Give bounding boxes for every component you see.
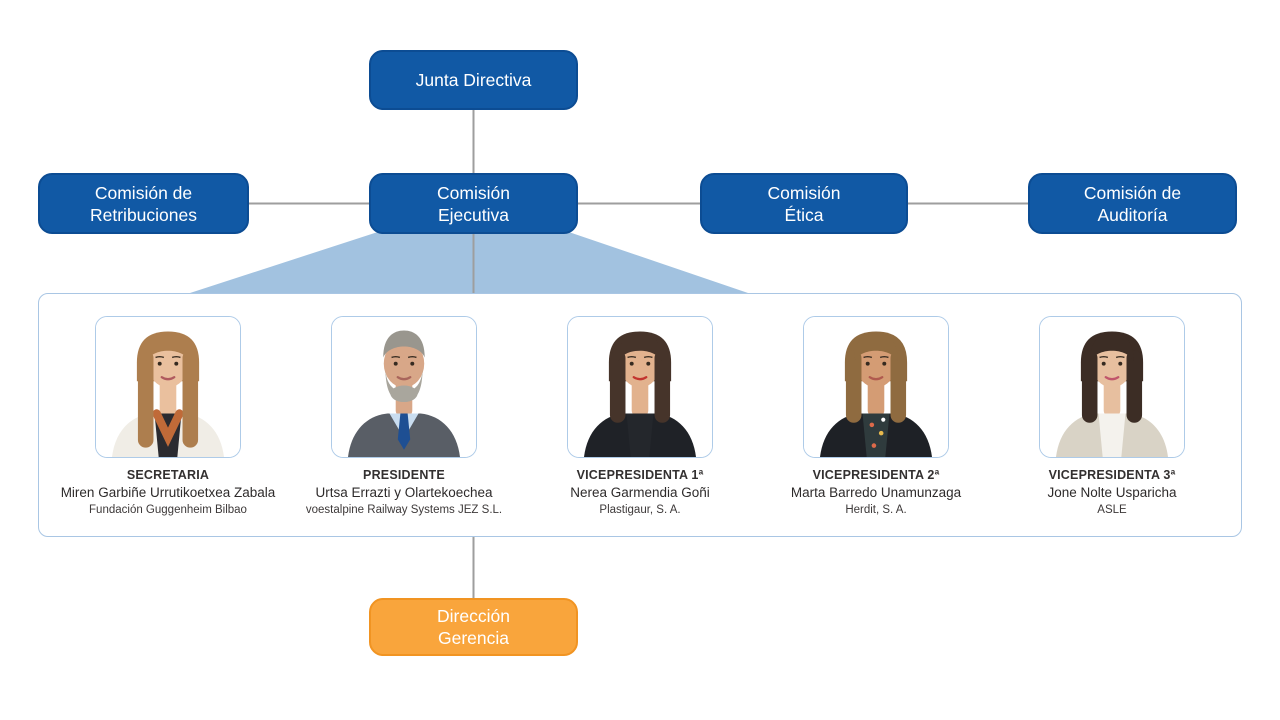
person-photo xyxy=(803,316,949,458)
person-card: VICEPRESIDENTA 1ª Nerea Garmendia Goñi P… xyxy=(522,316,758,516)
node-direccion-gerencia: Dirección Gerencia xyxy=(369,598,578,656)
person-name: Miren Garbiñe Urrutikoetxea Zabala xyxy=(60,485,276,500)
person-company: Fundación Guggenheim Bilbao xyxy=(89,504,247,516)
person-photo xyxy=(331,316,477,458)
person-role: VICEPRESIDENTA 2ª xyxy=(812,468,940,482)
node-comision-etica: Comisión Ética xyxy=(700,173,908,234)
person-company: Herdit, S. A. xyxy=(845,504,907,516)
executive-committee-panel: SECRETARIA Miren Garbiñe Urrutikoetxea Z… xyxy=(38,293,1242,537)
person-name: Nerea Garmendia Goñi xyxy=(570,485,710,500)
node-junta-directiva: Junta Directiva xyxy=(369,50,578,110)
person-name: Urtsa Errazti y Olartekoechea xyxy=(315,485,493,500)
person-photo xyxy=(95,316,241,458)
node-comision-ejecutiva: Comisión Ejecutiva xyxy=(369,173,578,234)
person-photo xyxy=(567,316,713,458)
node-comision-auditoria: Comisión de Auditoría xyxy=(1028,173,1237,234)
person-card: VICEPRESIDENTA 3ª Jone Nolte Usparicha A… xyxy=(994,316,1230,516)
executive-committee-funnel xyxy=(190,229,748,293)
person-card: PRESIDENTE Urtsa Errazti y Olartekoechea… xyxy=(286,316,522,516)
person-card: VICEPRESIDENTA 2ª Marta Barredo Unamunza… xyxy=(758,316,994,516)
person-company: Plastigaur, S. A. xyxy=(599,504,681,516)
person-role: SECRETARIA xyxy=(126,468,210,482)
person-role: VICEPRESIDENTA 1ª xyxy=(576,468,704,482)
person-photo xyxy=(1039,316,1185,458)
person-role: VICEPRESIDENTA 3ª xyxy=(1048,468,1176,482)
person-name: Marta Barredo Unamunzaga xyxy=(790,485,962,500)
node-comision-retribuciones: Comisión de Retribuciones xyxy=(38,173,249,234)
person-company: ASLE xyxy=(1097,504,1127,516)
person-name: Jone Nolte Usparicha xyxy=(1047,485,1177,500)
person-role: PRESIDENTE xyxy=(363,468,445,482)
person-company: voestalpine Railway Systems JEZ S.L. xyxy=(305,504,503,516)
person-card: SECRETARIA Miren Garbiñe Urrutikoetxea Z… xyxy=(50,316,286,516)
